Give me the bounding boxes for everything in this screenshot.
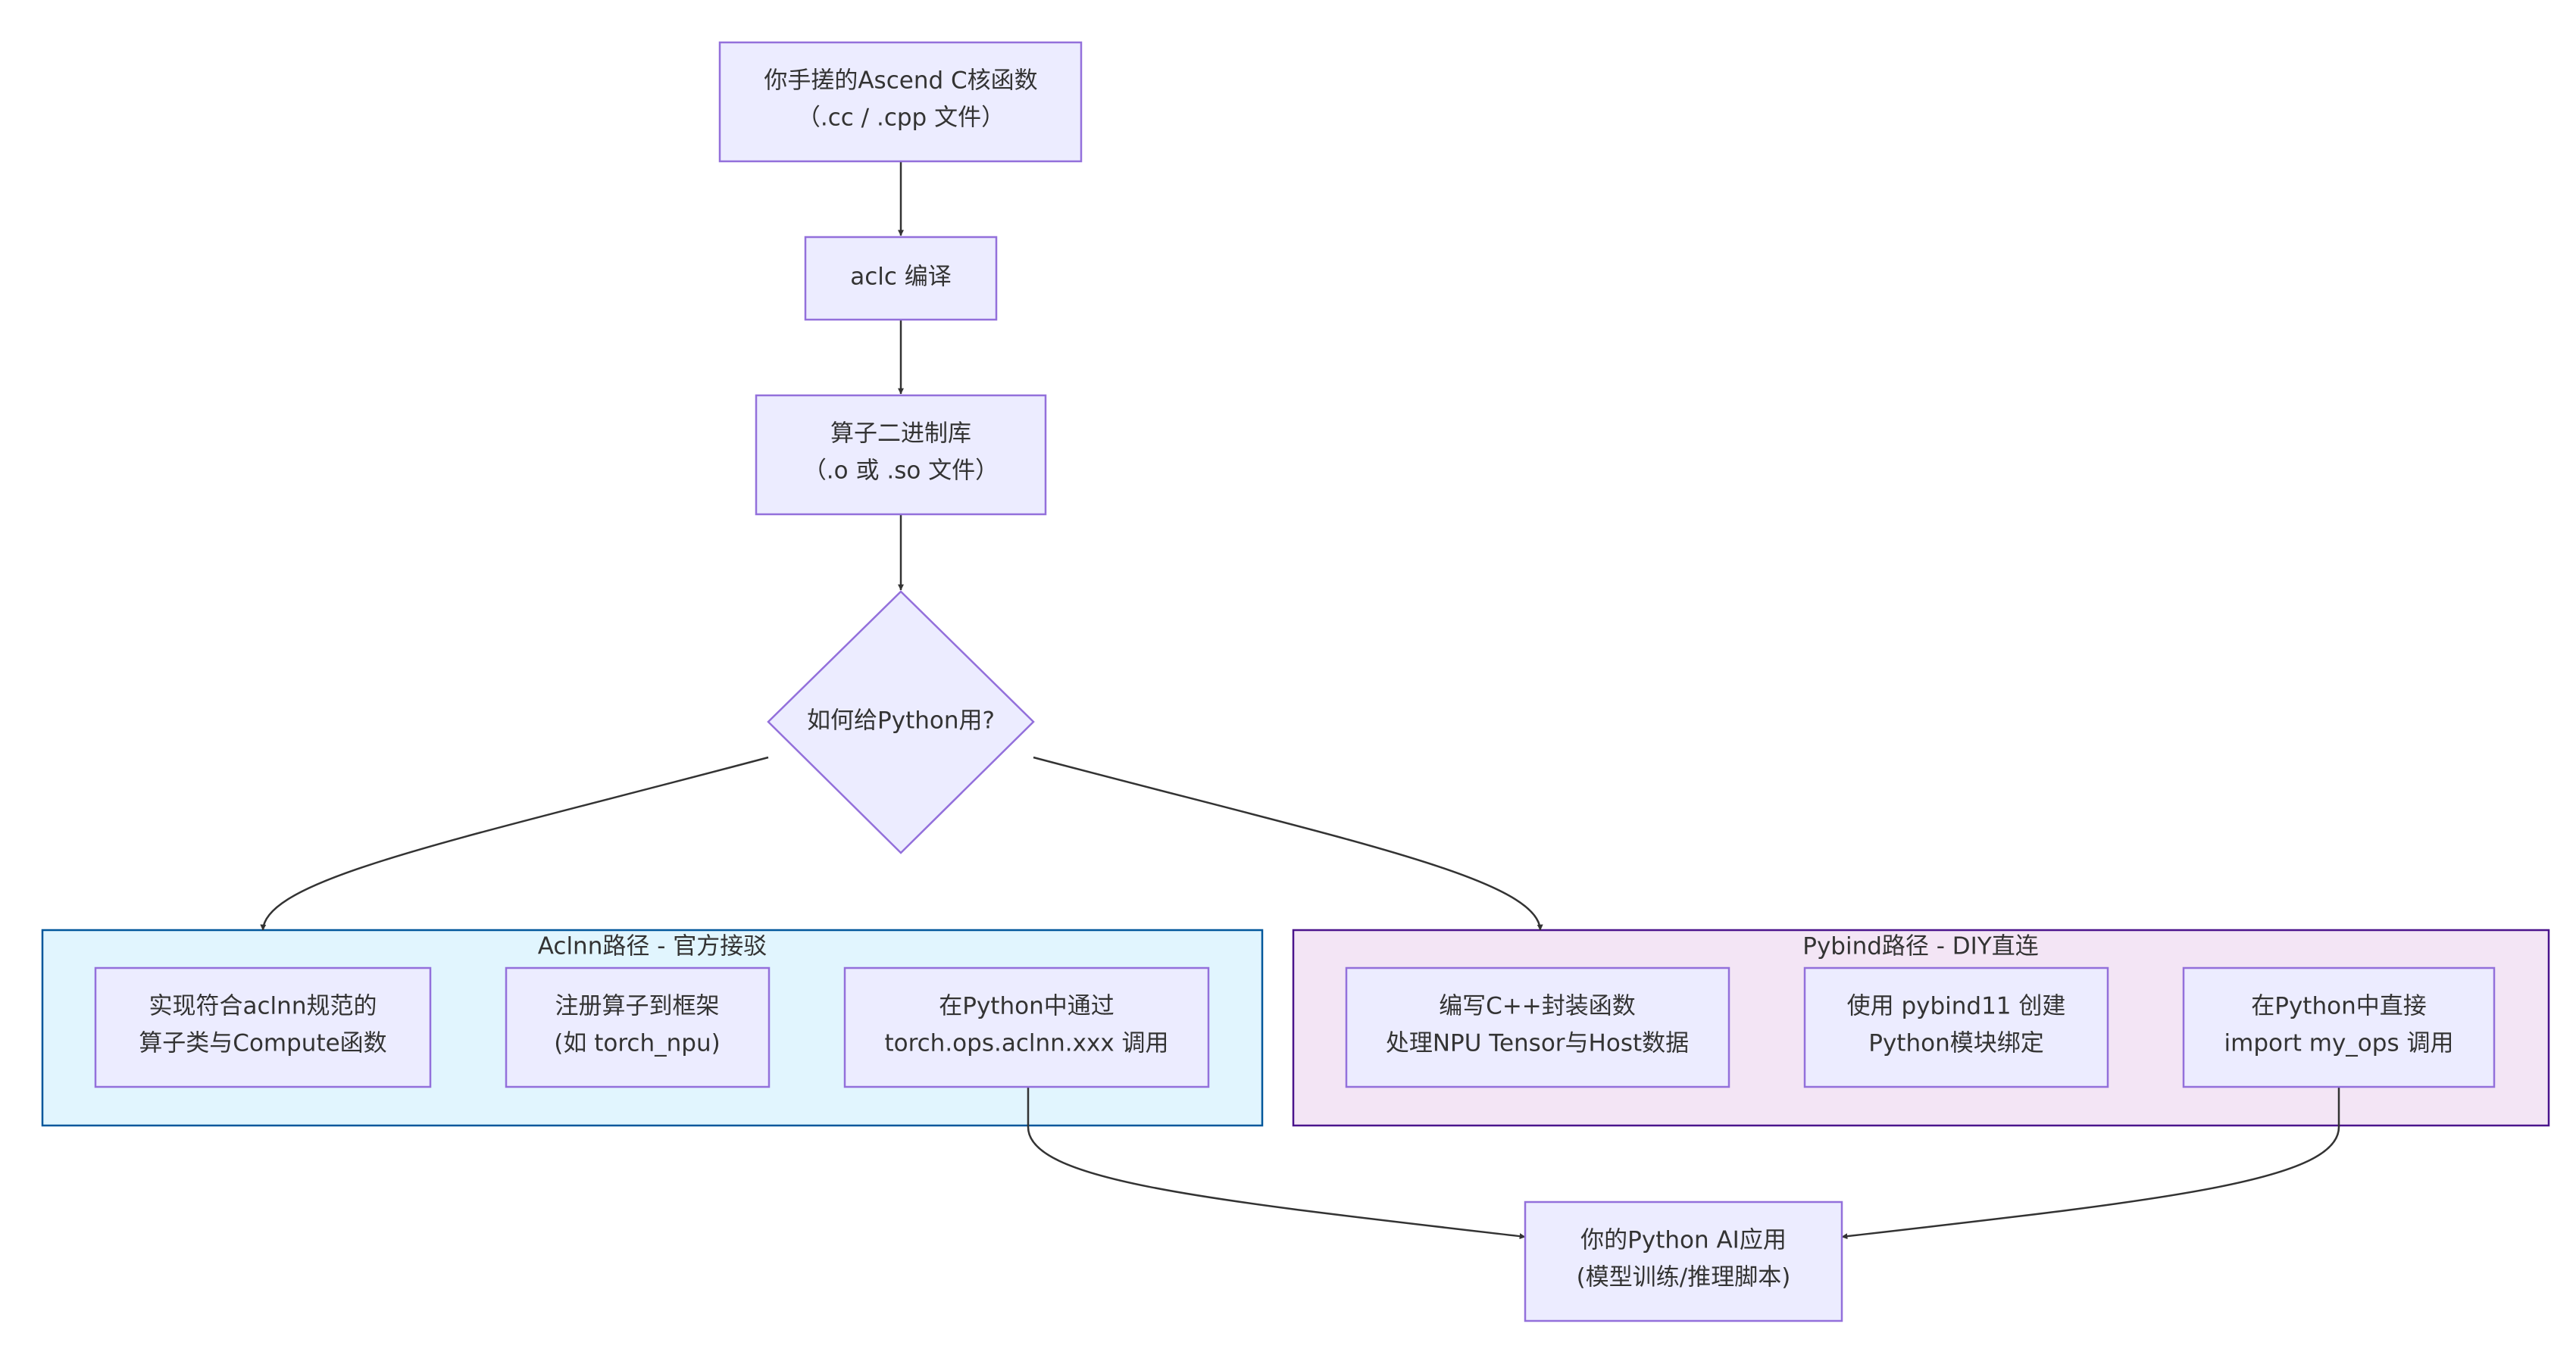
node-app-line1: 你的Python AI应用: [1580, 1227, 1787, 1254]
node-source-line1: 你手搓的Ascend C核函数: [764, 67, 1037, 95]
node-decision-line1: 如何给Python用?: [807, 707, 995, 735]
edge-aclnn-to-app: [1027, 1088, 1526, 1240]
node-pybind-wrap-line2: 处理NPU Tensor与Host数据: [1386, 1030, 1689, 1057]
node-app: 你的Python AI应用 (模型训练/推理脚本): [1524, 1200, 1843, 1322]
node-aclnn-call-line2: torch.ops.aclnn.xxx 调用: [884, 1030, 1168, 1057]
node-binary-line2: （.o 或 .so 文件）: [803, 457, 999, 485]
edge-decision-to-pybind: [1033, 756, 1543, 931]
node-aclnn-impl: 实现符合aclnn规范的 算子类与Compute函数: [94, 966, 432, 1088]
node-app-line2: (模型训练/推理脚本): [1577, 1264, 1791, 1291]
node-aclnn-call-line1: 在Python中通过: [939, 993, 1114, 1020]
node-pybind-call: 在Python中直接 import my_ops 调用: [2182, 966, 2496, 1088]
node-source-line2: （.cc / .cpp 文件）: [797, 105, 1005, 132]
node-pybind-call-line1: 在Python中直接: [2251, 993, 2426, 1020]
node-compile-line1: aclc 编译: [850, 264, 952, 291]
node-source: 你手搓的Ascend C核函数 （.cc / .cpp 文件）: [718, 41, 1083, 163]
node-pybind-bind-line2: Python模块绑定: [1868, 1030, 2043, 1057]
node-aclnn-impl-line1: 实现符合aclnn规范的: [149, 993, 377, 1020]
node-binary: 算子二进制库 （.o 或 .so 文件）: [755, 394, 1047, 516]
node-pybind-wrap-line1: 编写C++封装函数: [1439, 993, 1636, 1020]
node-aclnn-register-line2: (如 torch_npu): [554, 1030, 720, 1057]
node-compile: aclc 编译: [804, 236, 998, 321]
node-pybind-bind: 使用 pybind11 创建 Python模块绑定: [1803, 966, 2109, 1088]
node-aclnn-call: 在Python中通过 torch.ops.aclnn.xxx 调用: [843, 966, 1210, 1088]
edge-pybind-to-app: [1841, 1088, 2340, 1240]
node-aclnn-register: 注册算子到框架 (如 torch_npu): [505, 966, 771, 1088]
node-aclnn-impl-line2: 算子类与Compute函数: [139, 1030, 386, 1057]
edge-decision-to-aclnn: [260, 756, 769, 931]
group-pybind-title: Pybind路径 - DIY直连: [1802, 933, 2039, 960]
node-pybind-bind-line1: 使用 pybind11 创建: [1847, 993, 2066, 1020]
edges: [260, 161, 2340, 1240]
node-decision: 如何给Python用?: [767, 590, 1035, 854]
node-pybind-wrap: 编写C++封装函数 处理NPU Tensor与Host数据: [1345, 966, 1730, 1088]
node-aclnn-register-line1: 注册算子到框架: [555, 993, 720, 1020]
node-pybind-call-line2: import my_ops 调用: [2224, 1030, 2454, 1057]
group-aclnn-title: Aclnn路径 - 官方接驳: [538, 933, 767, 960]
node-binary-line1: 算子二进制库: [830, 420, 971, 448]
